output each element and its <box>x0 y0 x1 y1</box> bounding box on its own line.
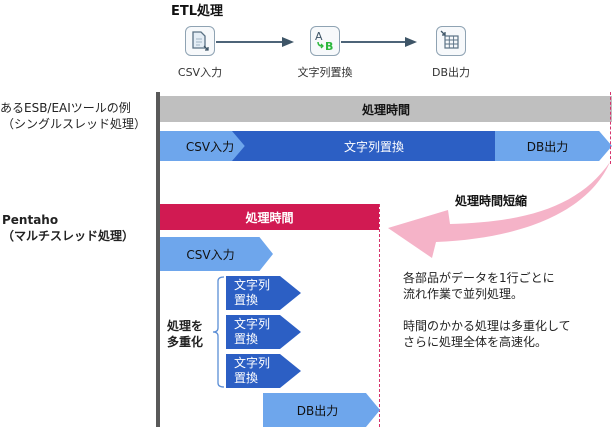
string-replace-node: A B <box>310 26 340 56</box>
parallel-step-1-line2: 置換 <box>234 293 259 307</box>
parallel-step-2-line2: 置換 <box>234 332 259 346</box>
pentaho-end-marker <box>379 204 380 427</box>
note-1-line2: 流れ作業で並列処理。 <box>403 287 524 301</box>
note-paragraph-2: 時間のかかる処理は多重化して さらに処理全体を高速化。 <box>403 318 571 350</box>
esb-label-line2: （シングルスレッド処理） <box>2 117 147 131</box>
svg-text:A: A <box>315 30 323 43</box>
parallel-step-3-line1: 文字列 <box>234 356 271 370</box>
time-reduction-label: 処理時間短縮 <box>455 194 528 208</box>
note-paragraph-1: 各部品がデータを1行ごとに 流れ作業で並列処理。 <box>403 270 555 302</box>
esb-step-csv-label: CSV入力 <box>185 139 235 154</box>
pentaho-step-db: DB出力 <box>263 393 380 427</box>
db-output-icon <box>440 30 459 49</box>
flow-arrow-2 <box>405 37 417 47</box>
parallel-bracket <box>212 276 225 388</box>
db-output-label: DB出力 <box>431 66 471 79</box>
flow-connector-1 <box>216 41 288 43</box>
diagram-title: ETL処理 <box>171 4 224 19</box>
string-replace-label: 文字列置換 <box>297 66 353 79</box>
string-replace-icon: A B <box>315 30 333 53</box>
time-reduction-arrow <box>388 162 610 258</box>
esb-step-replace-label: 文字列置換 <box>343 139 404 154</box>
parallel-step-1: 文字列 置換 <box>226 276 301 310</box>
csv-input-label: CSV入力 <box>177 66 223 79</box>
timeline-axis <box>156 92 160 427</box>
note-2-line1: 時間のかかる処理は多重化して <box>403 319 571 333</box>
parallel-label-line2: 多重化 <box>167 335 204 349</box>
csv-input-icon <box>192 31 209 51</box>
parallel-step-2-line1: 文字列 <box>234 317 271 331</box>
pentaho-label-line2: （マルチスレッド処理） <box>2 229 135 243</box>
pentaho-label-line1: Pentaho <box>2 213 59 227</box>
esb-end-marker <box>610 92 611 164</box>
esb-step-replace: 文字列置換 <box>232 131 516 161</box>
esb-time-bar: 処理時間 <box>160 96 612 122</box>
note-1-line1: 各部品がデータを1行ごとに <box>403 271 555 285</box>
flow-arrow-1 <box>282 37 294 47</box>
svg-text:B: B <box>325 40 333 53</box>
parallel-step-3: 文字列 置換 <box>226 354 301 388</box>
esb-step-db: DB出力 <box>495 131 612 161</box>
esb-label-line1: あるESB/EAIツールの例 <box>0 101 131 115</box>
csv-input-node <box>185 26 215 56</box>
esb-step-db-label: DB出力 <box>526 139 569 154</box>
flow-connector-2 <box>341 41 411 43</box>
parallel-label-line1: 処理を <box>167 319 204 333</box>
pentaho-step-csv-label: CSV入力 <box>186 247 235 262</box>
db-output-node <box>436 26 466 56</box>
parallel-step-2: 文字列 置換 <box>226 315 301 349</box>
parallel-step-3-line2: 置換 <box>234 371 259 385</box>
note-2-line2: さらに処理全体を高速化。 <box>403 335 548 349</box>
pentaho-step-db-label: DB出力 <box>296 403 339 418</box>
pentaho-step-csv: CSV入力 <box>160 237 273 271</box>
parallel-step-1-line1: 文字列 <box>234 278 271 292</box>
pentaho-time-bar: 処理時間 <box>160 204 379 230</box>
